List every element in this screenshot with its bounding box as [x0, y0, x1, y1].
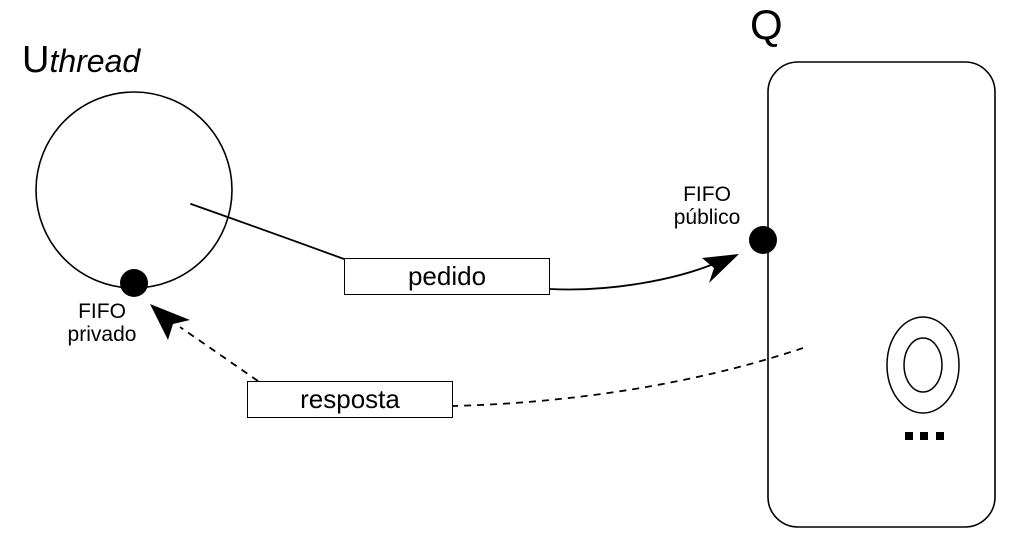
queue-outer-ellipse: [886, 316, 960, 414]
server-body-rect: [767, 61, 996, 528]
thread-title-main: U: [22, 39, 50, 81]
message-box-resposta-label: resposta: [300, 384, 400, 414]
fifo-privado-label: FIFO privado: [67, 300, 137, 346]
fifo-publico-endpoint-dot: [749, 226, 777, 254]
request-flow-segment-left: [190, 203, 345, 260]
fifo-privado-endpoint-dot: [120, 269, 148, 297]
message-box-pedido-label: pedido: [407, 261, 487, 291]
reply-flow-segment-left: [179, 326, 259, 382]
thread-circle: [35, 91, 233, 289]
request-flow-arrowhead: [702, 254, 739, 283]
fifo-publico-label: FIFO público: [673, 183, 741, 229]
ellipsis-square-2: [920, 432, 928, 440]
ellipsis-square-1: [905, 432, 913, 440]
message-box-pedido: pedido: [344, 258, 550, 295]
ellipsis-square-3: [936, 432, 944, 440]
reply-flow-segment-right: [452, 347, 804, 407]
queue-inner-ellipse: [903, 337, 943, 393]
thread-title: Uthread: [22, 39, 141, 81]
reply-flow-arrowhead: [150, 304, 190, 340]
server-title: Q: [750, 1, 783, 48]
message-box-resposta: resposta: [247, 381, 453, 418]
request-flow-segment-right: [549, 262, 717, 291]
thread-title-subscript: thread: [49, 43, 141, 79]
